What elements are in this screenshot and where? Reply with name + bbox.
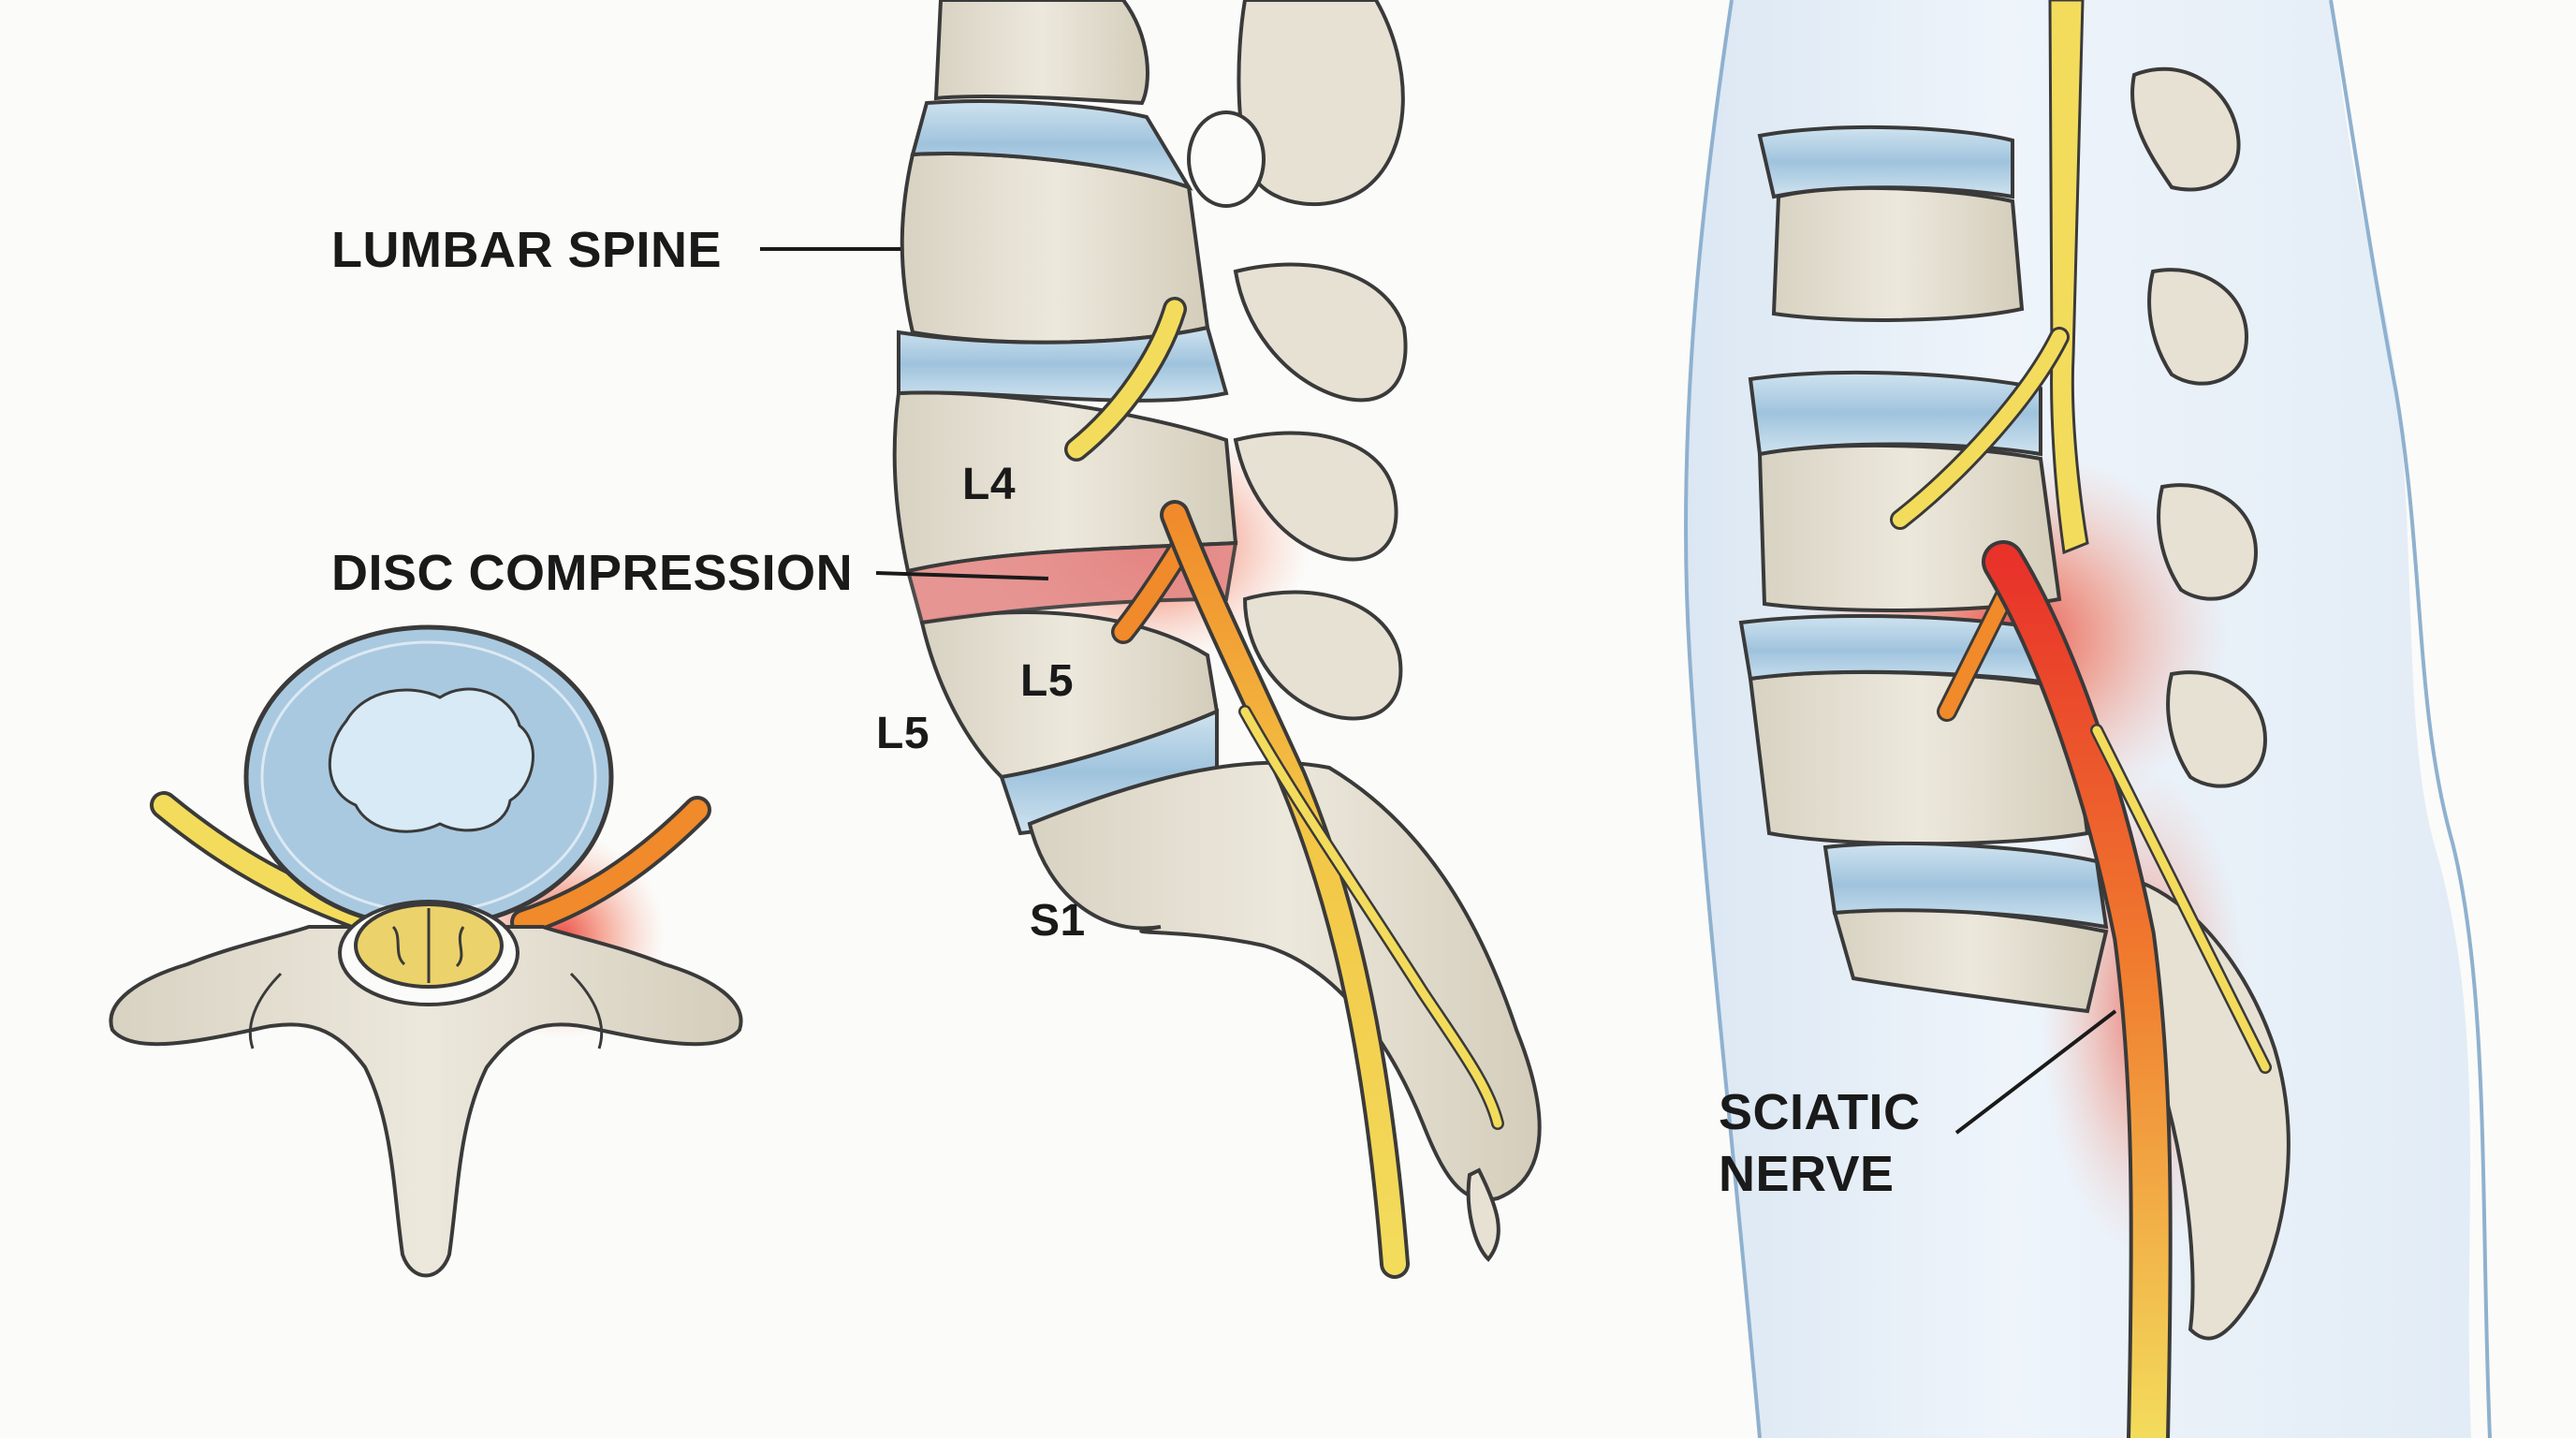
foramen-upper	[1187, 110, 1266, 208]
body-spine-illustration	[1684, 0, 2492, 1438]
sciatic-nerve-label-line2: NERVE	[1719, 1146, 1895, 1202]
spinal-cord-right	[2048, 0, 2089, 555]
lateral-spine-illustration	[760, 0, 1542, 1279]
lumbar-spine-label: LUMBAR SPINE	[331, 222, 723, 278]
vertebra-l5-outer-label: L5	[876, 709, 930, 758]
axial-disc-nucleus	[328, 687, 534, 833]
coccyx-middle	[1466, 1167, 1500, 1262]
middle-processes	[1187, 0, 1408, 721]
disc-compression-leader-line	[875, 571, 1049, 580]
disc-r4	[1822, 841, 2109, 930]
disc-l2-l3	[910, 99, 1193, 191]
sciatic-leader-line	[1954, 1009, 2117, 1135]
axial-vertebral-arch	[109, 925, 743, 1278]
sacrum-s1-label: S1	[1030, 896, 1086, 946]
vertebra-l4-label: L4	[962, 460, 1017, 509]
disc-r1	[1757, 125, 2014, 199]
disc-compression-label: DISC COMPRESSION	[331, 545, 854, 601]
sacrum-middle	[1027, 760, 1542, 1202]
right-disc-stack	[1738, 125, 2109, 930]
disc-r2	[1748, 370, 2042, 457]
body-front-line	[2329, 0, 2492, 1438]
middle-vertebra-stack	[892, 0, 1238, 780]
vertebra-l5-inner-label: L5	[1020, 656, 1075, 706]
sciatic-nerve-label: SCIATIC NERVE	[1719, 1081, 1921, 1205]
axial-vertebra-illustration	[109, 624, 743, 1278]
body-back-line	[1684, 0, 1762, 1438]
sciatic-nerve-label-line1: SCIATIC	[1719, 1084, 1921, 1140]
